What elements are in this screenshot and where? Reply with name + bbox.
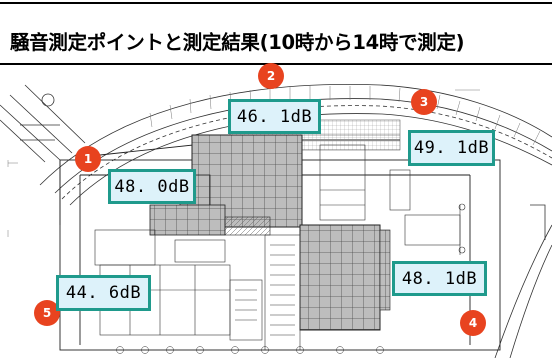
- measurement-point-1-marker[interactable]: 1: [75, 146, 101, 172]
- bottom-grid-line: [100, 346, 420, 354]
- title-bar: 騒音測定ポイントと測定結果(10時から14時で測定): [0, 0, 552, 70]
- measurement-point-3-reading: 49. 1dB: [408, 130, 495, 166]
- measurement-point-1-reading: 48. 0dB: [108, 169, 196, 204]
- building-b: [299, 224, 391, 331]
- measurement-point-2-marker[interactable]: 2: [258, 63, 284, 89]
- drawing-tick-marks: [7, 89, 480, 237]
- building-a-wing: [149, 204, 271, 236]
- page-title: 騒音測定ポイントと測定結果(10時から14時で測定): [10, 31, 465, 54]
- measurement-point-2-reading: 46. 1dB: [228, 99, 321, 134]
- central-core: [229, 234, 301, 351]
- measurement-point-4-marker[interactable]: 4: [460, 310, 486, 336]
- east-rooms: [319, 144, 466, 255]
- left-ramp: [0, 84, 86, 225]
- measurement-point-4-reading: 48. 1dB: [392, 261, 487, 296]
- site-plan-drawing: [0, 84, 552, 359]
- measurement-point-5-marker[interactable]: 5: [34, 300, 60, 326]
- site-plan: 1 2 3 4 5 48. 0dB 46. 1dB 49. 1dB 48. 1d…: [0, 63, 552, 359]
- east-boundary: [494, 204, 552, 359]
- measurement-point-5-reading: 44. 6dB: [56, 275, 151, 311]
- measurement-point-3-marker[interactable]: 3: [411, 89, 437, 115]
- top-rule: [0, 2, 552, 4]
